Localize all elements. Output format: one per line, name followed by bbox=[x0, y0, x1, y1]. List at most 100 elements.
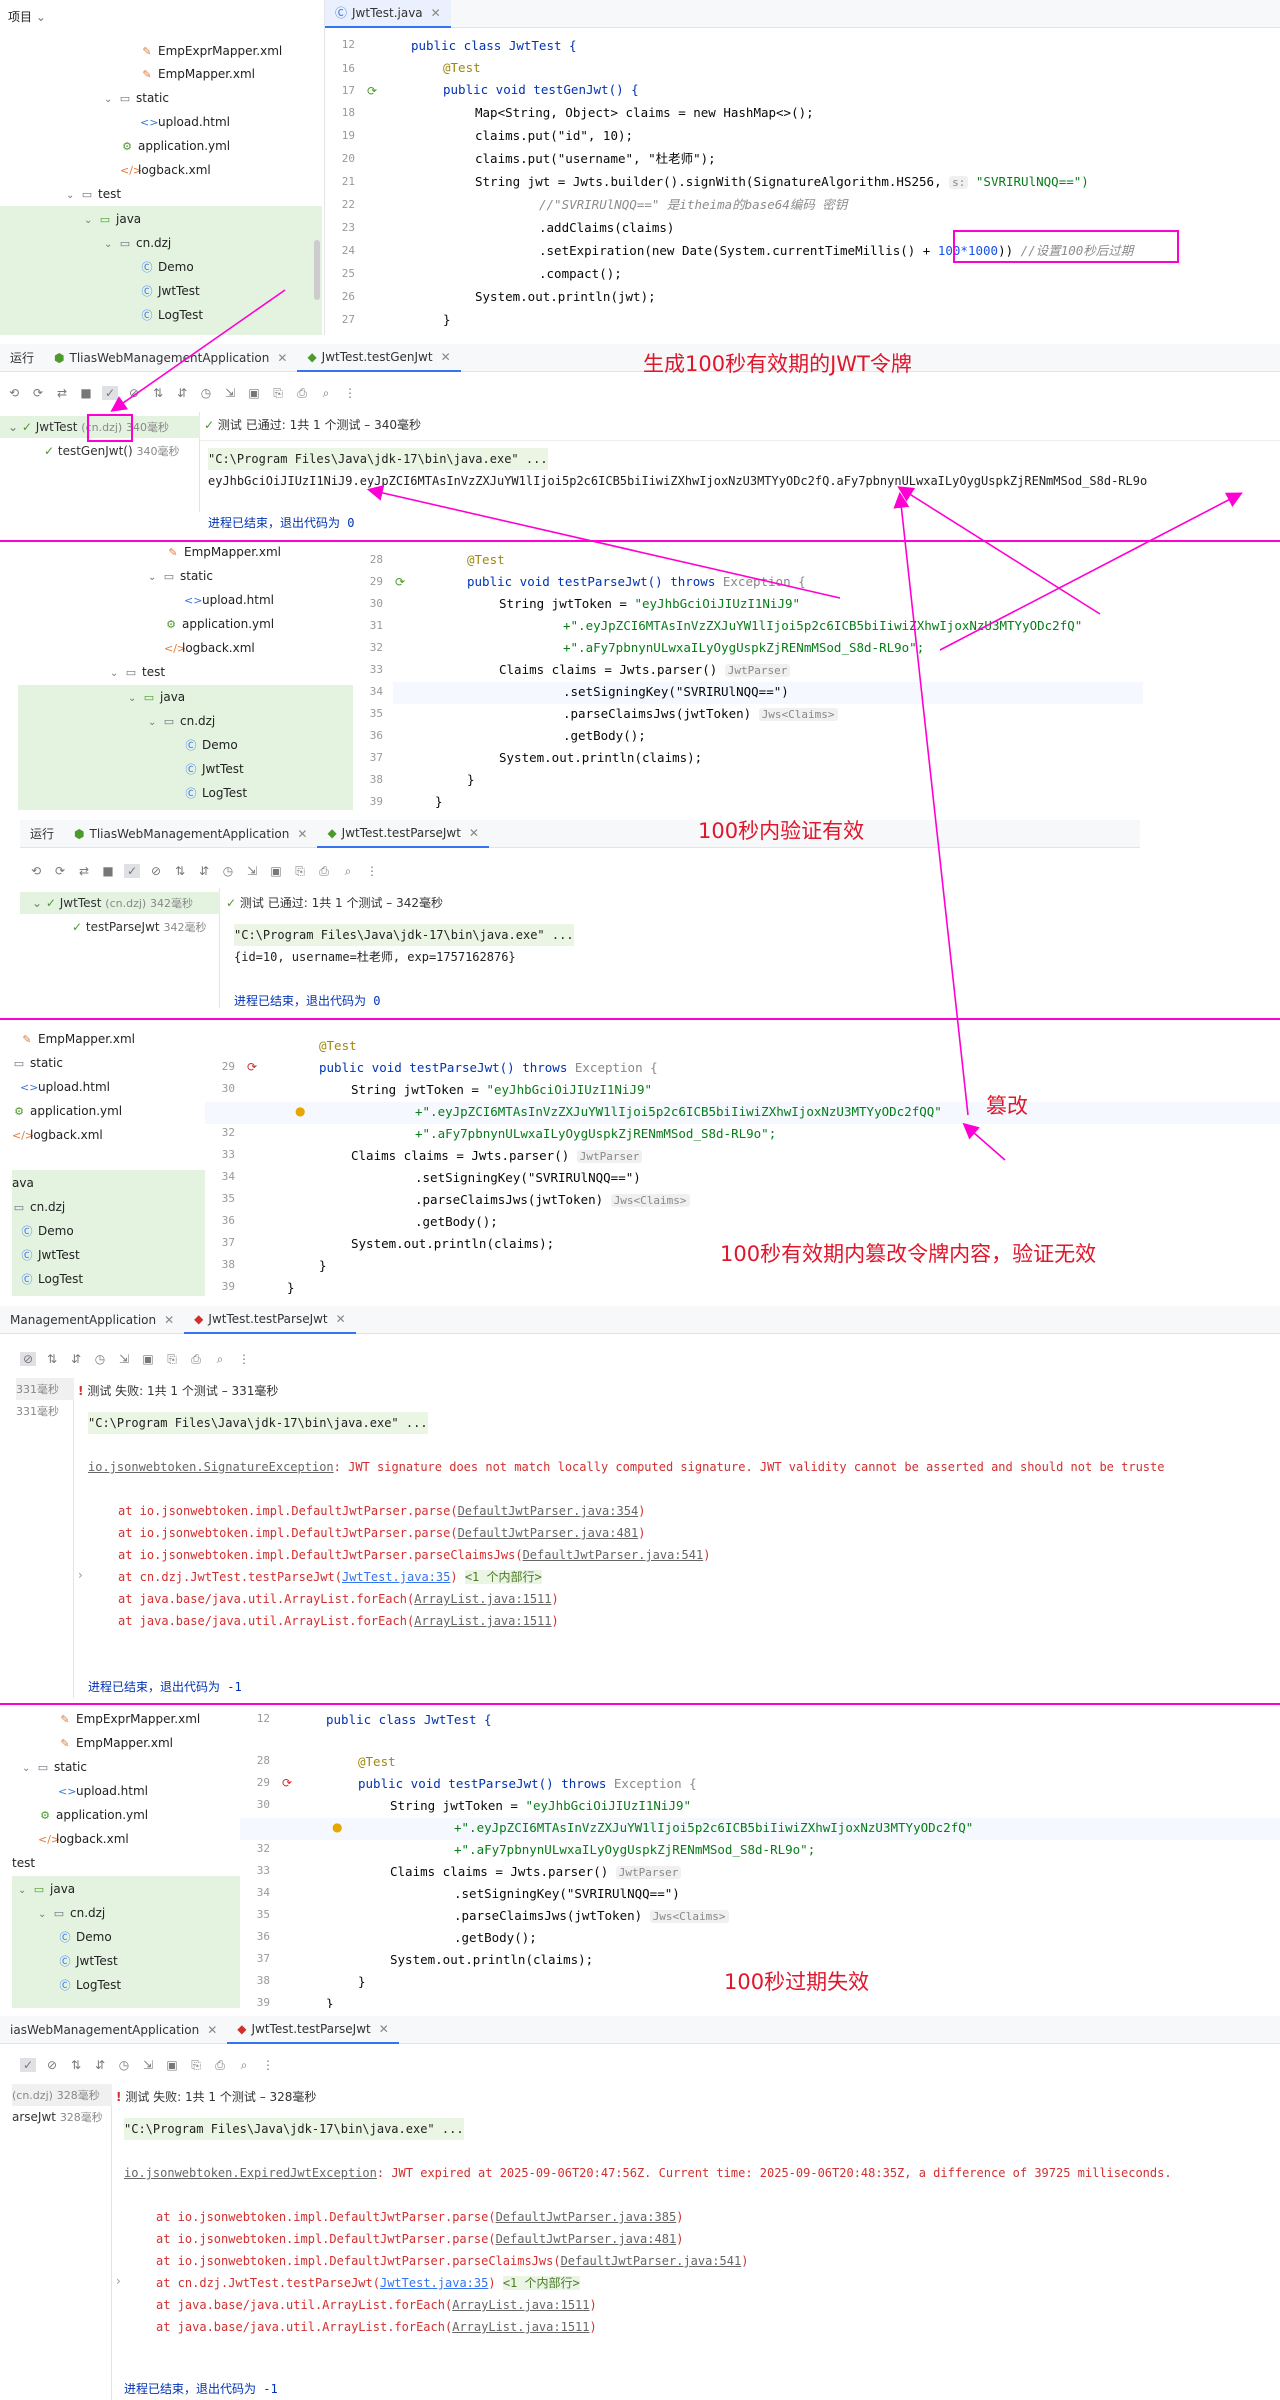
tree-item-cndzj[interactable]: ⌄▭cn.dzj bbox=[38, 1902, 105, 1924]
zoom-icon[interactable]: ⌕ bbox=[322, 385, 330, 400]
test-root[interactable]: ⌄ ✓ JwtTest (cn.dzj) 340毫秒 bbox=[0, 416, 200, 438]
test-child[interactable]: arseJwt 328毫秒 bbox=[12, 2106, 103, 2128]
stack-link[interactable]: DefaultJwtParser.java:481 bbox=[495, 2232, 677, 2246]
tree-item-test[interactable]: ⌄▭test bbox=[66, 183, 121, 205]
stack-link[interactable]: JwtTest.java:35 bbox=[341, 1570, 451, 1584]
history-icon[interactable]: ◷ bbox=[222, 864, 234, 878]
history-icon[interactable]: ◷ bbox=[94, 1352, 106, 1366]
chevron-right-icon[interactable]: › bbox=[78, 1568, 83, 1582]
tree-item-cndzj[interactable]: ⌄▭cn.dzj bbox=[104, 232, 171, 254]
stack-link[interactable]: JwtTest.java:35 bbox=[379, 2276, 489, 2290]
tree-item-static[interactable]: ▭static bbox=[12, 1052, 63, 1074]
tree-item-static[interactable]: ⌄▭static bbox=[22, 1756, 87, 1778]
screenshot-icon[interactable]: ▣ bbox=[166, 2058, 178, 2072]
test-child[interactable]: ✓ testGenJwt() 340毫秒 bbox=[44, 440, 179, 462]
tab-run-app[interactable]: ManagementApplication✕ bbox=[0, 1306, 184, 1334]
close-icon[interactable]: ✕ bbox=[430, 5, 441, 20]
show-passed-icon[interactable]: ✓ bbox=[124, 864, 140, 878]
more-icon[interactable]: ⋮ bbox=[344, 386, 356, 400]
run-test-icon[interactable]: ⟳ bbox=[395, 575, 406, 589]
chevron-down-icon[interactable]: ⌄ bbox=[18, 1885, 27, 1896]
show-ignored-icon[interactable]: ⊘ bbox=[20, 1352, 36, 1366]
exception-link[interactable]: io.jsonwebtoken.ExpiredJwtException bbox=[124, 2166, 377, 2180]
stack-link[interactable]: DefaultJwtParser.java:354 bbox=[457, 1504, 639, 1518]
tree-item-logback[interactable]: </>logback.xml bbox=[120, 159, 211, 181]
tree-item-appyml[interactable]: ⚙application.yml bbox=[12, 1100, 122, 1122]
expand-icon[interactable]: ⇲ bbox=[142, 2058, 154, 2072]
tree-item-java[interactable]: ⌄▭java bbox=[18, 1878, 75, 1900]
expand-icon[interactable]: ⇲ bbox=[118, 1352, 130, 1366]
stack-link[interactable]: DefaultJwtParser.java:385 bbox=[495, 2210, 677, 2224]
close-icon[interactable]: ✕ bbox=[378, 2021, 389, 2036]
tree-item-test[interactable]: test bbox=[12, 1852, 35, 1874]
internal-lines[interactable]: <1 个内部行> bbox=[502, 2276, 580, 2290]
tree-item-cndzj[interactable]: ⌄▭cn.dzj bbox=[148, 710, 215, 732]
project-label[interactable]: 项目 ⌄ bbox=[8, 6, 46, 28]
tree-item-empmapper[interactable]: ✎EmpMapper.xml bbox=[58, 1732, 173, 1754]
sort-duration-icon[interactable]: ⇵ bbox=[70, 1352, 82, 1366]
sort-duration-icon[interactable]: ⇵ bbox=[94, 2058, 106, 2072]
chevron-down-icon[interactable]: ⌄ bbox=[104, 94, 113, 105]
stack-link[interactable]: DefaultJwtParser.java:541 bbox=[522, 1548, 704, 1562]
zoom-icon[interactable]: ⌕ bbox=[216, 1351, 224, 1366]
chevron-down-icon[interactable]: ⌄ bbox=[110, 668, 119, 679]
screenshot-icon[interactable]: ▣ bbox=[142, 1352, 154, 1366]
tree-item-cndzj[interactable]: ▭cn.dzj bbox=[12, 1196, 65, 1218]
chevron-down-icon[interactable]: ⌄ bbox=[38, 1909, 47, 1920]
exception-link[interactable]: io.jsonwebtoken.SignatureException bbox=[88, 1460, 334, 1474]
tree-scrollbar[interactable] bbox=[314, 240, 320, 300]
sort-duration-icon[interactable]: ⇵ bbox=[176, 386, 188, 400]
stack-link[interactable]: ArrayList.java:1511 bbox=[452, 2298, 590, 2312]
tree-item-java[interactable]: ava bbox=[12, 1172, 34, 1194]
tab-run-parse[interactable]: ◆JwtTest.testParseJwt✕ bbox=[184, 1306, 356, 1334]
test-child[interactable]: ✓ testParseJwt 342毫秒 bbox=[72, 916, 206, 938]
sort-icon[interactable]: ⇅ bbox=[70, 2058, 82, 2072]
tree-item-empmapper[interactable]: ✎EmpMapper.xml bbox=[20, 1028, 135, 1050]
tree-item-empexpr[interactable]: ✎EmpExprMapper.xml bbox=[58, 1708, 200, 1730]
test-root[interactable]: ⌄ ✓ JwtTest (cn.dzj) 342毫秒 bbox=[20, 892, 220, 914]
history-icon[interactable]: ◷ bbox=[118, 2058, 130, 2072]
zoom-icon[interactable]: ⌕ bbox=[344, 863, 352, 878]
chevron-right-icon[interactable]: › bbox=[116, 2274, 121, 2288]
tree-item-empexpr[interactable]: ✎EmpExprMapper.xml bbox=[140, 40, 282, 62]
tree-item-test[interactable]: ⌄▭test bbox=[110, 661, 165, 683]
sort-icon[interactable]: ⇅ bbox=[46, 1352, 58, 1366]
sort-icon[interactable]: ⇅ bbox=[174, 864, 186, 878]
tree-item-upload[interactable]: <>upload.html bbox=[140, 111, 230, 133]
sort-icon[interactable]: ⇅ bbox=[152, 386, 164, 400]
sort-duration-icon[interactable]: ⇵ bbox=[198, 864, 210, 878]
tab-run-app[interactable]: ⬢TliasWebManagementApplication✕ bbox=[44, 344, 297, 372]
rerun-failed-icon[interactable]: ⟳ bbox=[54, 864, 66, 878]
toggle-icon[interactable]: ⇄ bbox=[78, 864, 90, 878]
tree-item-static[interactable]: ⌄▭static bbox=[104, 87, 169, 109]
test-root[interactable]: (cn.dzj) 328毫秒 bbox=[12, 2084, 112, 2106]
tree-item-logback[interactable]: </>logback.xml bbox=[164, 637, 255, 659]
expand-icon[interactable]: ⇲ bbox=[246, 864, 258, 878]
screenshot-icon[interactable]: ▣ bbox=[248, 386, 260, 400]
toggle-icon[interactable]: ⇄ bbox=[56, 386, 68, 400]
tree-item-appyml[interactable]: ⚙application.yml bbox=[120, 135, 230, 157]
show-passed-icon[interactable]: ✓ bbox=[20, 2058, 36, 2072]
export-icon[interactable]: ⎙ bbox=[215, 2057, 225, 2072]
tree-item-logback[interactable]: </>logback.xml bbox=[38, 1828, 129, 1850]
stack-link[interactable]: DefaultJwtParser.java:481 bbox=[457, 1526, 639, 1540]
import-icon[interactable]: ⎘ bbox=[167, 1351, 177, 1366]
close-icon[interactable]: ✕ bbox=[440, 349, 451, 364]
run-failed-icon[interactable]: ⟳ bbox=[247, 1060, 258, 1074]
screenshot-icon[interactable]: ▣ bbox=[270, 864, 282, 878]
stack-link[interactable]: DefaultJwtParser.java:541 bbox=[560, 2254, 742, 2268]
export-icon[interactable]: ⎙ bbox=[319, 863, 329, 878]
internal-lines[interactable]: <1 个内部行> bbox=[464, 1570, 542, 1584]
history-icon[interactable]: ◷ bbox=[200, 386, 212, 400]
show-ignored-icon[interactable]: ⊘ bbox=[150, 864, 162, 878]
tree-item-java[interactable]: ⌄▭java bbox=[84, 208, 141, 230]
tab-run-app[interactable]: ⬢TliasWebManagementApplication✕ bbox=[64, 820, 317, 848]
